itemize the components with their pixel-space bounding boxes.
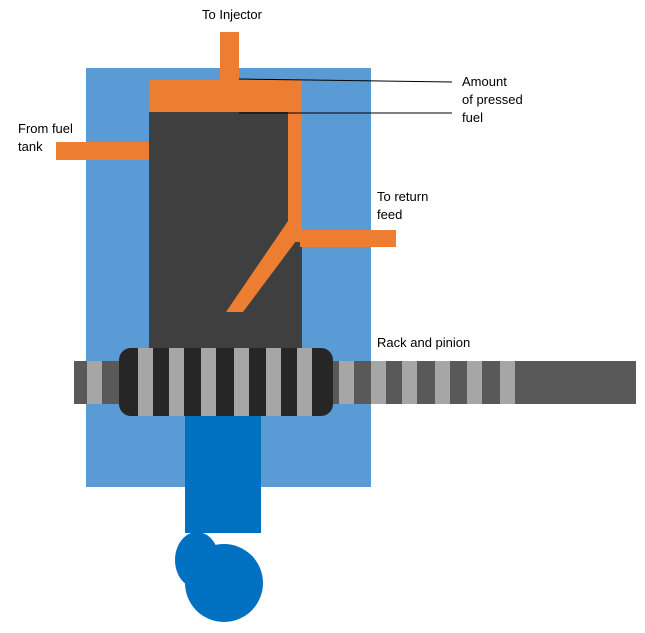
helix-groove: [226, 221, 302, 312]
rack-tooth: [402, 361, 417, 404]
pinion-tooth: [169, 348, 184, 416]
rack-tooth: [87, 361, 102, 404]
rack-and-pinion-label: Rack and pinion: [377, 335, 471, 350]
cam: [175, 532, 263, 622]
to-injector-label: To Injector: [202, 7, 262, 22]
from-fuel-tank-label: From fuel tank: [18, 121, 73, 154]
pressed-fuel-chamber: [149, 80, 302, 112]
return-feed-pipe: [300, 230, 396, 247]
pressed-fuel-leader-top: [238, 78, 453, 83]
rack-tooth: [467, 361, 482, 404]
pinion-tooth: [138, 348, 153, 416]
plunger-barrel: [149, 110, 302, 355]
amount-of-pressed-fuel-label: Amount of pressed fuel: [462, 74, 523, 125]
rack-tooth: [339, 361, 354, 404]
pinion-tooth: [266, 348, 281, 416]
rack-tooth: [435, 361, 450, 404]
tappet: [185, 416, 261, 533]
pinion-tooth: [201, 348, 216, 416]
pinion-tooth: [297, 348, 312, 416]
cam-base: [185, 544, 263, 622]
rack-teeth: [87, 361, 515, 404]
injector-outlet-pipe: [220, 32, 239, 82]
return-channel: [288, 110, 302, 242]
fuel-tank-inlet-pipe: [56, 142, 149, 160]
pinion-teeth: [138, 348, 312, 416]
rack-tooth: [371, 361, 386, 404]
rack-tooth: [500, 361, 515, 404]
pinion-tooth: [234, 348, 249, 416]
to-return-feed-label: To return feed: [377, 189, 429, 222]
